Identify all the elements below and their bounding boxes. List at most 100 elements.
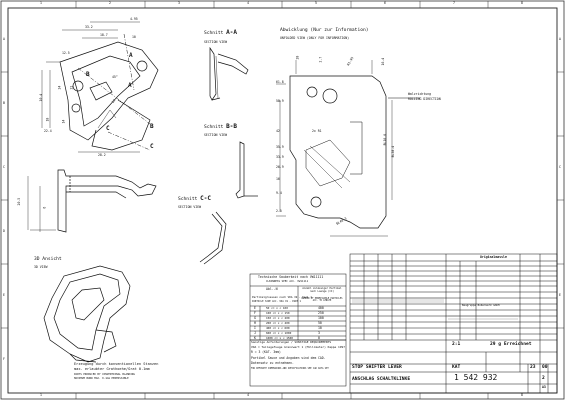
title-block-company: Baugruppe Buberwerk GmbH <box>462 304 500 307</box>
cleanness-row-range: 200 <= x < 400 <box>266 321 290 325</box>
note-left-2: max. erlaubter Grathoehe/Grat 0.1mm <box>74 367 150 371</box>
section-mark-c1: C <box>106 125 110 132</box>
note-mid-1: Sonstige Anforderungen / SONSTIGE REQUIR… <box>251 340 332 344</box>
dim-front: 4.95 <box>130 17 138 21</box>
sheet-index-a: 23 <box>530 365 536 370</box>
dim-front: 45° <box>112 75 118 79</box>
row-label-a: A <box>3 37 5 41</box>
section-cc-sub: SECTION VIEW <box>178 205 202 209</box>
sheet-index-b: 00 <box>542 365 548 370</box>
sheet-format: A3 <box>542 385 546 389</box>
row-label-f: F <box>3 357 5 361</box>
dim-front: 22.4 <box>44 129 52 133</box>
section-mark-a1: A <box>129 52 133 59</box>
dim-dev: 58.9 <box>276 99 284 103</box>
inner-frame <box>7 7 558 394</box>
drawing-number: 1 542 932 <box>454 373 498 382</box>
cleanness-row-range: 150 <= x < 200 <box>266 316 290 320</box>
note-left-3: PARTS PRODUCED BY CONVENTIONAL BLANKING <box>74 373 135 376</box>
dim-front: 12.5 <box>62 51 70 55</box>
cleanness-row-cls: F <box>254 311 256 315</box>
title-block-weight: 29 g Erreichnet <box>490 342 532 347</box>
3d-view-title: 3D Ansicht <box>34 257 62 262</box>
cleanness-col2-head: Anzahl zulässiger Partikel nach Laenge (… <box>302 287 342 293</box>
dim-dev: 33.9 <box>276 155 284 159</box>
rolling-direction-sub: ROLLING DIRECTION <box>408 97 441 101</box>
note-mid-4: Partikel Sauce und Angaben sind dem CAD- <box>251 356 326 360</box>
cleanness-table-grid <box>249 273 347 387</box>
cleanness-row-cls: E <box>254 306 256 310</box>
development-sub: UNFOLDED VIEW (ONLY FOR INFORMATION) <box>280 36 350 40</box>
dim-dev: 61.8 <box>276 80 284 84</box>
col-label-8: 8 <box>521 1 523 5</box>
cleanness-row-count: 400 <box>318 306 324 310</box>
cleanness-row-cls: K <box>254 335 256 340</box>
row-label-a-right: A <box>559 37 561 41</box>
dim-front: 14 <box>61 119 66 124</box>
section-aa-sub: SECTION VIEW <box>204 40 228 44</box>
cleanness-row-cls: I <box>254 326 256 330</box>
col-label-1: 1 <box>40 1 42 5</box>
cleanness-row-range: 600 <= x < 1000 <box>266 331 292 335</box>
cleanness-row-count: 3 <box>318 331 320 335</box>
dim-dev: 9.4 <box>276 191 282 195</box>
dim-dev: 42 <box>276 129 280 133</box>
flat-pattern-view <box>276 60 420 237</box>
col-label-1-bottom: 1 <box>40 393 42 397</box>
section-mark-c2: C <box>150 143 154 150</box>
row-label-c: C <box>3 165 5 169</box>
cleanness-row-count: 50 <box>318 321 322 325</box>
dim-dev: 16.4 <box>381 57 386 66</box>
dim-side: 20.5 <box>17 197 22 206</box>
cleanness-col2-sub: NUMBER OF PERMISSIBLE PARTICLES ACC. TO … <box>301 297 343 303</box>
cleanness-row-range: 1000 <= x < 1500 <box>266 335 293 340</box>
cleanness-row-cls: G <box>254 316 256 320</box>
note-left-1: Erzeugung durch konventionellen Stanzen <box>74 362 159 366</box>
cleanness-title: Technische Sauberkeit nach VW11111 <box>258 275 324 279</box>
cleanness-row-count: 100 <box>318 316 324 320</box>
dim-front: 18.7 <box>100 33 108 37</box>
col-label-6: 6 <box>384 1 386 5</box>
col-label-3: 3 <box>178 1 180 5</box>
col-label-7: 7 <box>453 1 455 5</box>
dim-dev: 26.9 <box>276 165 284 169</box>
dim-dev: 35.9 <box>276 145 284 149</box>
dim-dev: BL38.4 <box>391 145 396 158</box>
dim-dev: 2x R1 <box>312 129 322 133</box>
section-aa-view <box>209 46 249 101</box>
row-label-e-right: E <box>559 293 561 297</box>
cleanness-row-cls: H <box>254 321 256 325</box>
title-block-material: KAT <box>452 365 461 370</box>
development-title: Abwicklung (Nur zur Information) <box>280 28 369 33</box>
dim-dev: 20 <box>295 55 300 60</box>
cleanness-row-range: 50 <= x < 100 <box>266 306 288 310</box>
part-name-de: ANSCHLAG SCHALTKLINKE <box>352 377 411 382</box>
3d-view <box>43 265 131 363</box>
section-mark-b2: B <box>150 123 154 130</box>
cleanness-row-count: 10 <box>318 326 322 330</box>
col-label-4: 4 <box>247 1 249 5</box>
section-cc-view <box>199 211 227 265</box>
cleanness-row-range: 100 <= x < 150 <box>266 311 290 315</box>
cleanness-row-range: 400 <= x < 600 <box>266 326 290 330</box>
cleanness-col1-head: Abl.-N <box>266 287 278 291</box>
col-label-2: 2 <box>109 1 111 5</box>
row-label-c-right: C <box>559 165 561 169</box>
section-cc-title: Schnitt C-C <box>178 195 211 202</box>
section-mark-b1: B <box>86 71 90 78</box>
section-aa-title: Schnitt A-A <box>204 29 237 36</box>
row-label-d: D <box>3 229 5 233</box>
dim-side: 6 <box>42 206 47 209</box>
section-bb-title: Schnitt B-B <box>204 123 237 130</box>
dim-front: 22 <box>69 85 74 90</box>
dim-front: 28.2 <box>98 153 106 157</box>
section-mark-a2: A <box>128 82 132 89</box>
col-label-4-bottom: 4 <box>247 393 249 397</box>
front-view <box>41 21 159 153</box>
note-mid-5: Datensatz zu entnehmen. <box>251 361 294 365</box>
sheet-index-c: 2 <box>542 376 545 381</box>
dim-dev: 2.7 <box>318 56 323 63</box>
3d-view-sub: 3D VIEW <box>34 265 48 269</box>
